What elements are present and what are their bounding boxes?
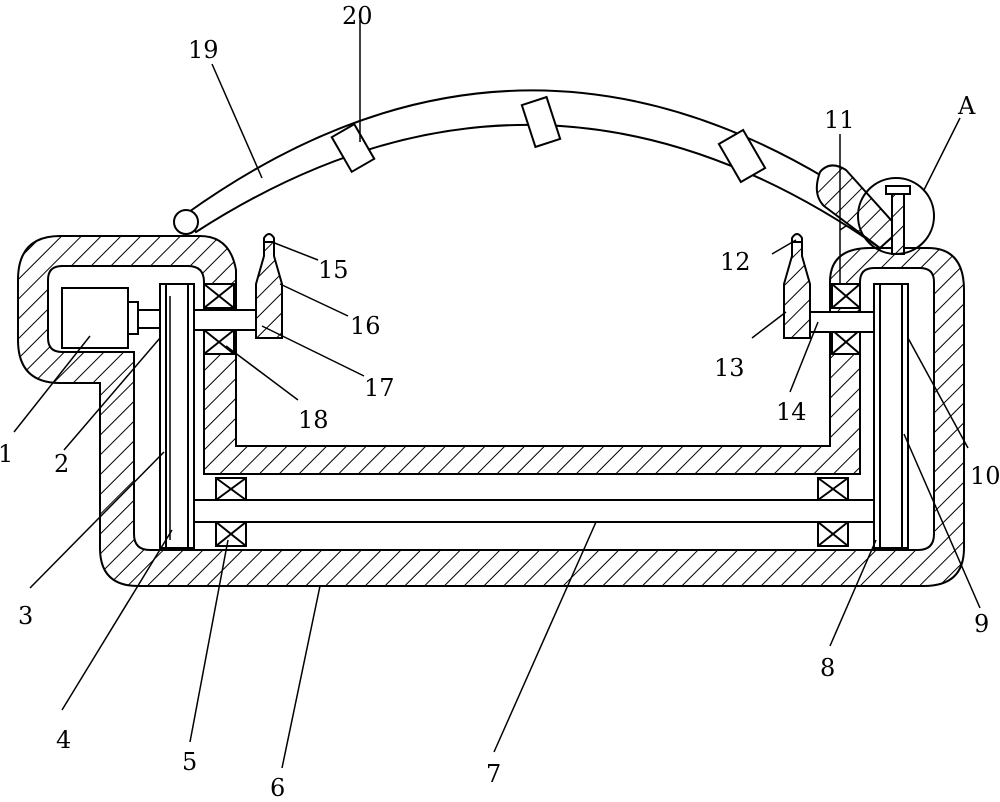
motor-hub	[127, 301, 139, 335]
label-A: A	[957, 92, 976, 120]
detail-circle-a	[857, 177, 935, 255]
label-15: 15	[318, 256, 349, 284]
lower-shaft	[193, 499, 875, 523]
bolt-head	[885, 185, 911, 195]
motor-shaft	[137, 309, 161, 329]
label-18: 18	[298, 406, 329, 434]
left-upper-shaft	[193, 309, 259, 331]
label-16: 16	[350, 312, 381, 340]
label-19: 19	[188, 36, 219, 64]
left-upper-bearings	[203, 283, 235, 355]
label-7: 7	[486, 760, 501, 788]
label-17: 17	[364, 374, 395, 402]
left-nozzle	[255, 241, 283, 339]
lower-bearings	[215, 477, 849, 547]
arc-block	[717, 128, 767, 184]
label-8: 8	[820, 654, 835, 682]
label-4: 4	[56, 726, 71, 754]
right-upper-bearings	[831, 283, 861, 355]
right-upper-shaft	[805, 311, 875, 333]
label-1: 1	[0, 440, 13, 468]
label-12: 12	[720, 248, 751, 276]
label-14: 14	[776, 398, 807, 426]
left-tip	[263, 233, 275, 243]
motor	[61, 287, 129, 349]
label-2: 2	[54, 450, 69, 478]
label-3: 3	[18, 602, 33, 630]
label-20: 20	[342, 2, 373, 30]
label-10: 10	[970, 462, 1000, 490]
label-11: 11	[824, 106, 855, 134]
arc-block	[330, 122, 376, 174]
bolt-body	[891, 193, 905, 255]
arc-block	[520, 95, 562, 149]
right-tip	[791, 233, 803, 243]
label-6: 6	[270, 774, 285, 802]
label-13: 13	[714, 354, 745, 382]
leader-lines	[13, 20, 981, 769]
right-nozzle	[783, 241, 811, 339]
hinge	[173, 209, 199, 235]
label-5: 5	[182, 748, 197, 776]
label-9: 9	[974, 610, 989, 638]
housing-wall	[17, 235, 965, 587]
